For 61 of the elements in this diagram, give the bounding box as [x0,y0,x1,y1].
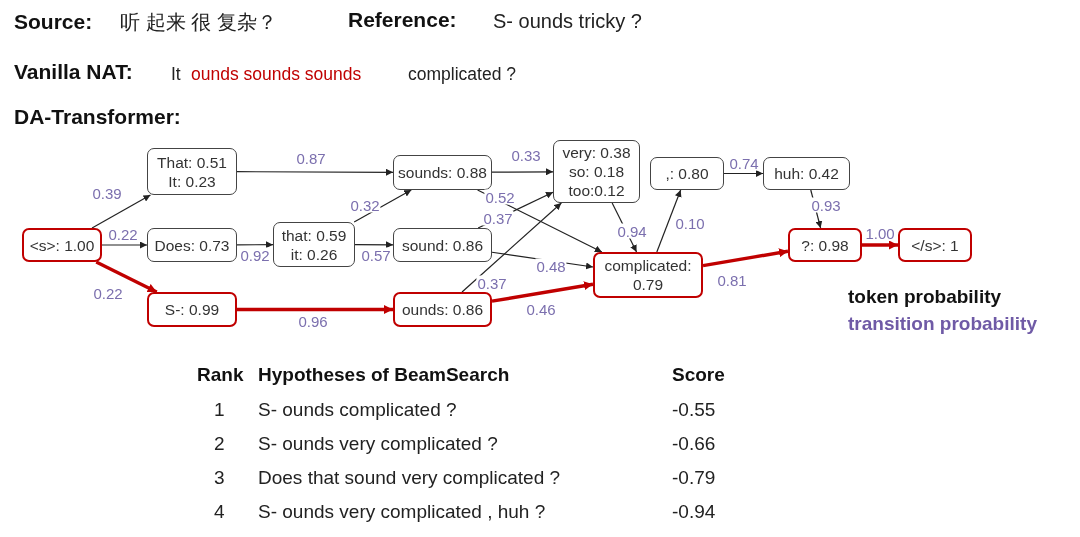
token-box: That: 0.51 It: 0.23 [147,148,237,195]
arrow [236,168,394,176]
token-box: that: 0.59 it: 0.26 [273,222,355,267]
output-text: ounds sounds sounds [191,63,362,85]
token-box: very: 0.38 so: 0.18 too:0.12 [553,140,640,203]
legend-text: transition probability [848,313,1037,335]
column-header: Hypotheses of BeamSearch [258,364,510,386]
token-box: sounds: 0.88 [393,155,492,190]
hypothesis-text: S- ounds complicated ? [258,399,457,421]
arrow [723,170,764,177]
arrow [491,168,554,176]
edge-label: 0.93 [810,197,842,213]
token-box: complicated: 0.79 [593,252,703,298]
arrow [354,241,394,249]
token-box: ?: 0.98 [788,228,862,262]
token-box: ounds: 0.86 [393,292,492,327]
edge-label: 0.37 [482,210,514,226]
arrow [656,189,682,253]
score-value: -0.55 [672,399,716,421]
reference-text: S- ounds tricky ? [493,9,642,33]
arrow [862,240,898,250]
score-value: -0.79 [672,467,716,489]
token-box: huh: 0.42 [763,157,850,190]
column-header: Rank [197,364,244,386]
rank-number: 3 [214,467,225,489]
source-text: 听 起来 很 复杂？ [120,9,277,35]
legend-text: token probability [848,286,1002,308]
hypothesis-text: S- ounds very complicated ? [258,433,498,455]
arrow [702,248,789,268]
token-box: Does: 0.73 [147,228,237,262]
arrow [95,260,158,294]
hypothesis-text: S- ounds very complicated , huh ? [258,501,546,523]
score-value: -0.66 [672,433,716,455]
score-value: -0.94 [672,501,716,523]
rank-number: 4 [214,501,225,523]
hypothesis-text: Does that sound very complicated ? [258,467,561,489]
field-label: DA-Transformer: [14,105,181,129]
rank-number: 2 [214,433,225,455]
field-label: Vanilla NAT: [14,60,133,84]
rank-number: 1 [214,399,225,421]
edge-label: 0.37 [476,275,508,291]
arrow [236,241,274,249]
token-box: sound: 0.86 [393,228,492,262]
arrow [237,305,393,314]
arrow [461,202,562,293]
arrow [491,281,594,303]
arrow [101,241,148,249]
edge-label: 0.94 [616,223,648,239]
edge-label: 0.48 [535,258,567,274]
field-label: Source: [14,10,93,34]
arrow [91,194,152,229]
edge-label: 0.52 [484,189,516,205]
token-box: ,: 0.80 [650,157,724,190]
output-text: complicated ? [408,63,516,85]
column-header: Score [672,364,725,386]
field-label: Reference: [348,8,457,32]
token-box: <s>: 1.00 [22,228,102,262]
output-text: It [171,63,181,85]
token-box: </s>: 1 [898,228,972,262]
arrow [353,189,412,223]
token-box: S-: 0.99 [147,292,237,327]
